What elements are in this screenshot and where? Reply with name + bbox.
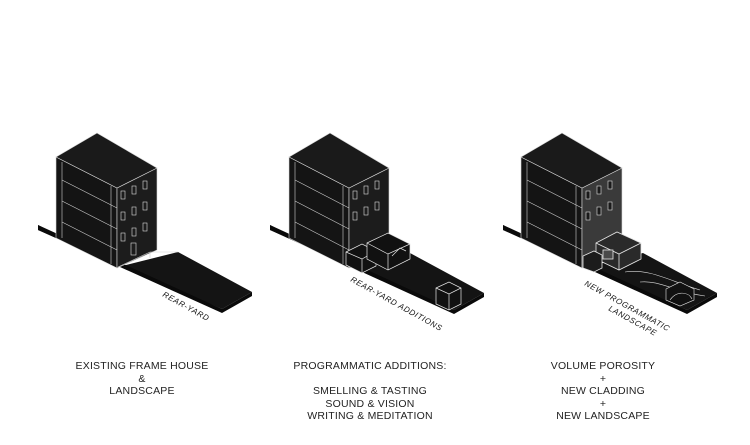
- panel-1-ground-slab: [38, 225, 252, 309]
- panel-3-roof: [520, 132, 623, 189]
- panel-1-yard-lines: [117, 251, 178, 268]
- panel-3-landscape-lines: [624, 271, 706, 307]
- panel-1-house: REAR-YARD: [38, 132, 252, 323]
- panel-1-ground-edge: [38, 225, 252, 313]
- panel-2-roof: [288, 132, 390, 189]
- panel-3-floor-lines: [526, 162, 583, 264]
- panel-1-roof: [55, 132, 158, 189]
- panel-3-ground-slab: [503, 225, 717, 310]
- panel-2-addition-boxes: [345, 232, 462, 311]
- panel-2-caption: PROGRAMMATIC ADDITIONS: SMELLING & TASTI…: [270, 360, 470, 423]
- caption-line: SMELLING & TASTING: [312, 385, 428, 398]
- caption-line: SOUND & VISION: [325, 397, 415, 410]
- caption-line: [270, 373, 470, 386]
- caption-line: PROGRAMMATIC ADDITIONS:: [293, 360, 447, 372]
- panel-3-caption: VOLUME POROSITY + NEW CLADDING + NEW LAN…: [503, 360, 703, 423]
- caption-line: LANDSCAPE: [109, 385, 175, 398]
- panel-2-house: REAR-YARD ADDITIONS: [270, 132, 484, 333]
- caption-line: &: [138, 372, 146, 385]
- caption-line: VOLUME POROSITY: [550, 360, 656, 372]
- panel-1-floor-lines: [61, 162, 118, 264]
- panel-3-house: NEW PROGRAMMATIC LANDSCAPE: [503, 132, 717, 338]
- caption-line: NEW LANDSCAPE: [556, 410, 650, 423]
- caption-line: NEW CLADDING: [560, 385, 646, 398]
- caption-line: EXISTING FRAME HOUSE: [75, 360, 209, 372]
- panel-1-caption: EXISTING FRAME HOUSE & LANDSCAPE: [42, 360, 242, 398]
- panel-3-porous-volume: [582, 231, 642, 273]
- caption-line: +: [599, 372, 607, 385]
- panel-2-windows: [352, 180, 380, 221]
- caption-line: WRITING & MEDITATION: [307, 410, 433, 423]
- panel-1-windows: [120, 180, 148, 256]
- panel-2-ground-slab: [270, 225, 484, 310]
- panel-3-windows: [585, 180, 613, 221]
- panel-2-floor-lines: [294, 162, 350, 264]
- caption-line: +: [599, 397, 607, 410]
